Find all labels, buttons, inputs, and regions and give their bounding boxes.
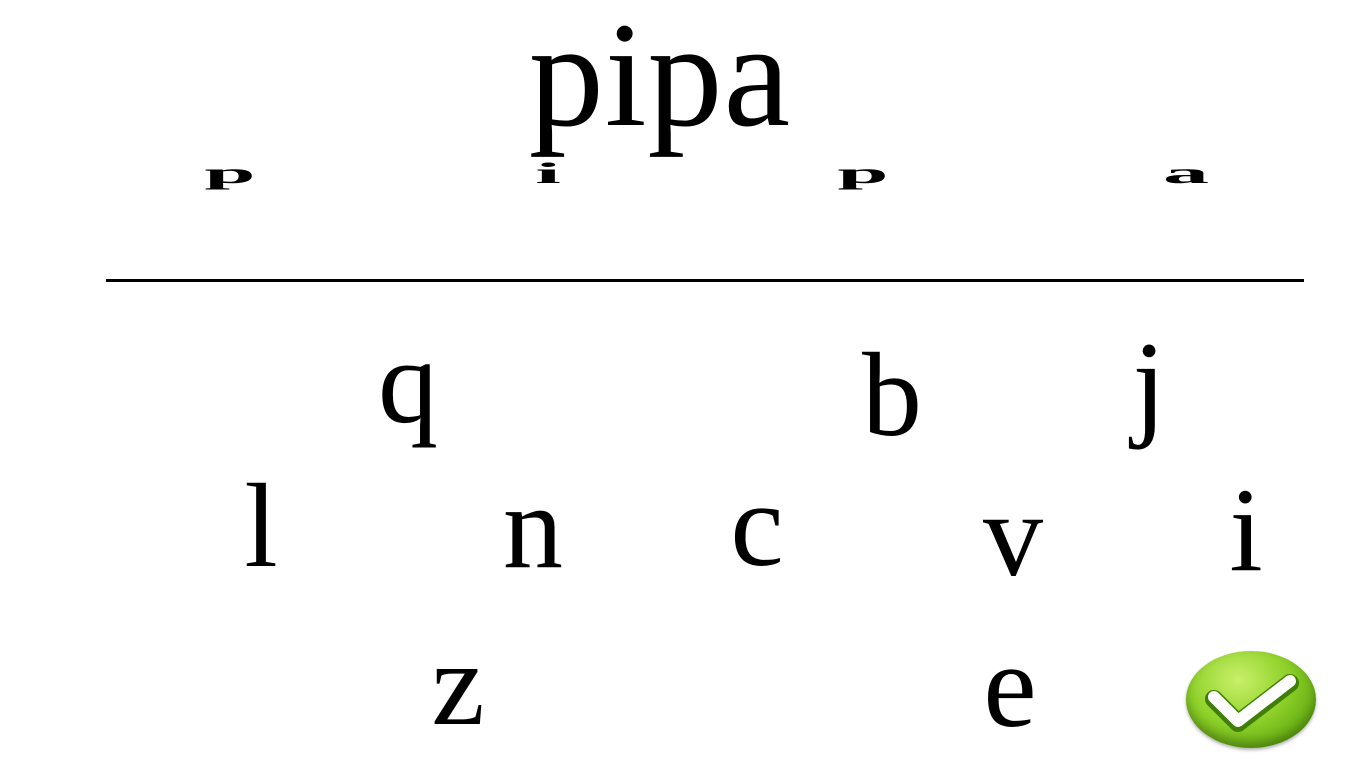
checkmark-icon [1205, 674, 1299, 732]
letter-tile-l[interactable]: l [244, 459, 278, 592]
confirm-button[interactable] [1186, 651, 1316, 748]
letter-tile-e[interactable]: e [983, 619, 1037, 752]
letter-tile-j[interactable]: j [1132, 317, 1166, 450]
letter-tile-z[interactable]: z [431, 617, 485, 750]
answer-slot-1[interactable]: p [204, 156, 256, 190]
answer-divider [106, 279, 1304, 282]
letter-tile-b[interactable]: b [862, 328, 922, 461]
letter-tile-v[interactable]: v [983, 468, 1043, 601]
answer-slot-2[interactable]: i [535, 156, 561, 190]
answer-slot-4[interactable]: a [1163, 156, 1209, 190]
target-word: pipa [528, 0, 792, 158]
letter-tile-i[interactable]: i [1229, 463, 1263, 596]
letter-tile-n[interactable]: n [503, 460, 563, 593]
letter-tile-q[interactable]: q [378, 315, 438, 448]
letter-tile-c[interactable]: c [730, 458, 784, 591]
answer-slot-3[interactable]: p [837, 156, 889, 190]
